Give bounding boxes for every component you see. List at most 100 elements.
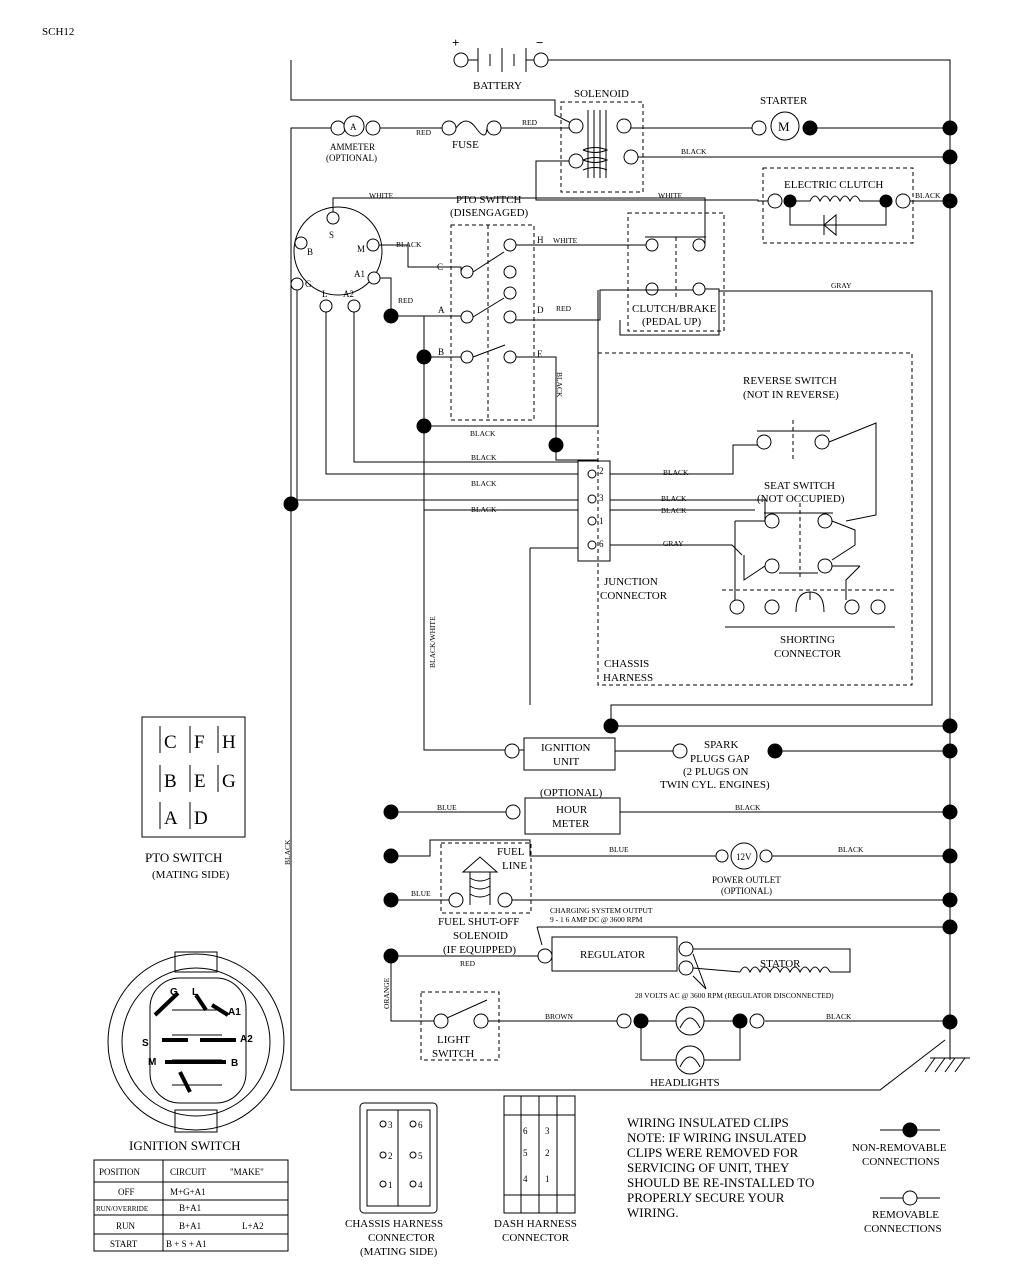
ground-rail	[290, 59, 970, 1091]
starter: M STARTER	[751, 95, 818, 141]
pto-term-a: A	[438, 305, 445, 315]
ign-drawing-a2: A2	[240, 1034, 253, 1045]
pto-mate-a: A	[164, 808, 178, 829]
dash-harness-connector: 6 3 5 2 4 1 DASH HARNESS CONNECTOR	[494, 1095, 577, 1244]
chassis-pin-1: 1	[388, 1180, 393, 1190]
ign-table-r1-c1: B+A1	[179, 1203, 201, 1213]
chassis-connector-label-2: CONNECTOR	[368, 1232, 436, 1244]
wire-black-6: BLACK	[661, 494, 687, 503]
chassis-pin-6: 6	[418, 1120, 423, 1130]
wire-black-headlights: BLACK	[826, 1012, 852, 1021]
fuse: FUSE	[441, 120, 502, 151]
ign-table-header-2: "MAKE"	[230, 1167, 264, 1177]
legend-removable: REMOVABLE	[872, 1209, 939, 1221]
dash-pin-5: 5	[523, 1148, 528, 1158]
ammeter-symbol: A	[350, 122, 357, 132]
pto-term-b: B	[438, 347, 444, 357]
pto-term-d: D	[537, 305, 544, 315]
fuel-line-label-2: LINE	[502, 860, 527, 872]
shorting-connector-label-2: CONNECTOR	[774, 648, 842, 660]
seat-switch-state: (NOT OCCUPIED)	[757, 493, 845, 505]
chassis-harness-label-2: HARNESS	[603, 672, 653, 684]
pto-mating-subtitle: (MATING SIDE)	[152, 869, 230, 881]
wire-white-pto: WHITE	[553, 236, 578, 245]
wire-white-clutch: WHITE	[658, 191, 683, 200]
dash-connector-label: DASH HARNESS	[494, 1218, 577, 1230]
fuel-solenoid: FUEL LINE BLUE FUEL SHUT-OFF SOLENOID (I…	[383, 842, 950, 956]
wire-black-vert: BLACK	[555, 372, 564, 398]
pto-mate-g: G	[222, 771, 236, 792]
chassis-pin-2: 2	[388, 1151, 393, 1161]
wire-black-3: BLACK	[471, 479, 497, 488]
wire-orange: ORANGE	[382, 977, 391, 1009]
hour-meter-label: HOUR	[556, 804, 588, 816]
hour-meter-label-2: METER	[552, 818, 590, 830]
wires-middle: WHITE BLACK WHITE RED RED GRAY BLACK BLA…	[283, 191, 933, 751]
spark-label-4: TWIN CYL. ENGINES)	[660, 779, 770, 791]
power-outlet-symbol: 12V	[736, 852, 752, 862]
pto-switch-state: (DISENGAGED)	[450, 207, 529, 219]
light-switch-label-2: SWITCH	[432, 1048, 474, 1060]
regulator: CHARGING SYSTEM OUTPUT 9 - 1 6 AMP DC @ …	[383, 906, 950, 1000]
ign-table-header-1: CIRCUIT	[170, 1167, 207, 1177]
stator-note: 28 VOLTS AC @ 3600 RPM (REGULATOR DISCON…	[635, 991, 834, 1000]
solenoid: SOLENOID	[560, 88, 644, 193]
dash-pin-4: 4	[523, 1174, 528, 1184]
ign-term-l: L	[322, 289, 328, 299]
wire-blue-outlet: BLUE	[609, 845, 629, 854]
dash-pin-3: 3	[545, 1126, 550, 1136]
legend: NON-REMOVABLE CONNECTIONS REMOVABLE CONN…	[852, 1122, 947, 1235]
ign-drawing-g: G	[170, 987, 178, 998]
pto-mating-side: C F H B E G A D PTO SWITCH (MATING SIDE)	[141, 716, 246, 881]
chassis-pin-3: 3	[388, 1120, 393, 1130]
pto-mate-f: F	[194, 732, 205, 753]
fuel-solenoid-label: FUEL SHUT-OFF	[438, 916, 519, 928]
ign-table-r0-c1: M+G+A1	[170, 1187, 206, 1197]
battery: + − BATTERY	[452, 35, 549, 92]
junction-label: JUNCTION	[604, 576, 658, 588]
ign-term-b: B	[307, 247, 313, 257]
ign-table-r1-c0: RUN/OVERRIDE	[96, 1205, 148, 1213]
chassis-connector-label-3: (MATING SIDE)	[360, 1246, 438, 1258]
chassis-harness-label: CHASSIS	[604, 658, 649, 670]
wire-red-1: RED	[416, 128, 432, 137]
wire-black-1: BLACK	[470, 429, 496, 438]
ammeter-label: AMMETER	[330, 142, 375, 152]
chassis-harness-connector: 3 6 2 5 1 4 CHASSIS HARNESS CONNECTOR (M…	[345, 1102, 443, 1258]
legend-nonremovable: NON-REMOVABLE	[852, 1142, 947, 1154]
ammeter-optional: (OPTIONAL)	[326, 153, 377, 163]
ign-table-r2-c1: B+A1	[179, 1221, 201, 1231]
pto-mate-b: B	[164, 771, 177, 792]
dash-connector-label-2: CONNECTOR	[502, 1232, 570, 1244]
wire-black-outlet: BLACK	[838, 845, 864, 854]
pto-term-e: E	[537, 349, 543, 359]
wire-black-7: BLACK	[661, 506, 687, 515]
ignition-unit-label-2: UNIT	[553, 756, 580, 768]
note-line-6: PROPERLY SECURE YOUR	[627, 1190, 785, 1205]
pto-mate-e: E	[194, 771, 206, 792]
legend-removable-2: CONNECTIONS	[864, 1223, 942, 1235]
pto-mate-c: C	[164, 732, 177, 753]
ign-term-s: S	[329, 230, 334, 240]
seat-switch: SEAT SWITCH (NOT OCCUPIED) SHORTING CONN…	[722, 480, 895, 660]
pto-switch-label: PTO SWITCH	[456, 194, 522, 206]
ign-table-r2-c0: RUN	[116, 1221, 136, 1231]
ignition-switch-title: IGNITION SWITCH	[129, 1138, 241, 1153]
ign-drawing-a1: A1	[228, 1007, 241, 1018]
wire-blue-hour: BLUE	[437, 803, 457, 812]
wire-gray-junction: GRAY	[663, 539, 684, 548]
seat-switch-label: SEAT SWITCH	[764, 480, 835, 492]
power-outlet-label: POWER OUTLET	[712, 875, 781, 885]
legend-nonremovable-2: CONNECTIONS	[862, 1156, 940, 1168]
junction-pin-2: 2	[599, 466, 604, 476]
wire-brown: BROWN	[545, 1012, 574, 1021]
junction-pin-1: 1	[599, 516, 604, 526]
fuse-label: FUSE	[452, 139, 479, 151]
light-switch: LIGHT SWITCH ORANGE BROWN BLACK	[382, 956, 950, 1061]
pto-mate-d: D	[194, 808, 208, 829]
dash-pin-2: 2	[545, 1148, 550, 1158]
electric-clutch: ELECTRIC CLUTCH	[762, 167, 914, 244]
wire-blue-fuel: BLUE	[411, 889, 431, 898]
regulator-label: REGULATOR	[580, 949, 646, 961]
